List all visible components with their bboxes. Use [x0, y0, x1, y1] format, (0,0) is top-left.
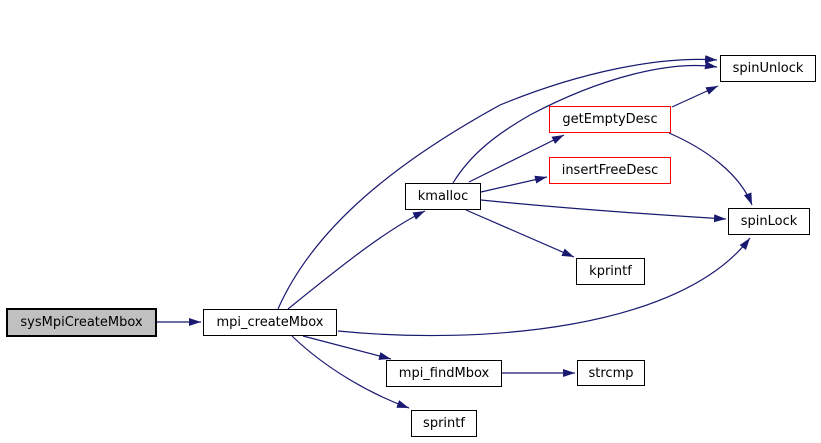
- node-insertFreeDesc[interactable]: insertFreeDesc: [549, 157, 671, 184]
- node-strcmp[interactable]: strcmp: [577, 360, 645, 386]
- edge-kmalloc-to-getEmptyDesc: [468, 134, 565, 183]
- edge-mpi_createMbox-to-spinLock: [337, 237, 751, 337]
- node-kmalloc[interactable]: kmalloc: [405, 183, 481, 210]
- edge-kmalloc-to-spinUnlock: [452, 61, 718, 184]
- edge-mpi_createMbox-to-mpi_findMbox: [302, 335, 392, 360]
- node-sysMpiCreateMbox[interactable]: sysMpiCreateMbox: [6, 308, 157, 337]
- edge-getEmptyDesc-to-spinUnlock: [671, 85, 719, 108]
- edge-mpi_createMbox-to-spinUnlock: [277, 55, 718, 310]
- node-spinLock[interactable]: spinLock: [728, 208, 810, 235]
- edge-mpi_createMbox-to-kmalloc: [287, 210, 426, 310]
- edge-getEmptyDesc-to-spinLock: [668, 132, 753, 206]
- node-spinUnlock[interactable]: spinUnlock: [720, 55, 816, 82]
- node-sprintf[interactable]: sprintf: [411, 410, 477, 437]
- node-mpi_createMbox[interactable]: mpi_createMbox: [203, 309, 337, 336]
- edge-kmalloc-to-spinLock: [480, 199, 727, 223]
- edge-kmalloc-to-kprintf: [465, 209, 575, 258]
- node-mpi_findMbox[interactable]: mpi_findMbox: [386, 360, 502, 387]
- edge-kmalloc-to-insertFreeDesc: [480, 175, 548, 193]
- edge-mpi_createMbox-to-sprintf: [291, 335, 410, 409]
- node-kprintf[interactable]: kprintf: [576, 258, 645, 285]
- node-getEmptyDesc[interactable]: getEmptyDesc: [549, 106, 671, 133]
